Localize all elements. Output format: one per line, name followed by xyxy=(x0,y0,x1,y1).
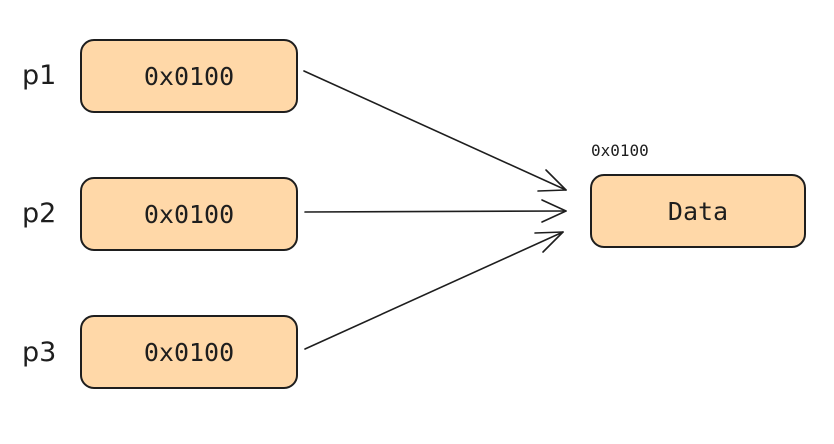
arrow-p1-to-data xyxy=(303,70,567,192)
pointer-value-p3: 0x0100 xyxy=(143,337,235,367)
pointer-value-p1: 0x0100 xyxy=(143,61,235,91)
pointer-box-p3: 0x0100 xyxy=(80,315,298,389)
arrow-p2-to-data xyxy=(304,199,567,223)
pointer-box-p2: 0x0100 xyxy=(80,177,298,251)
pointer-value-p2: 0x0100 xyxy=(143,199,235,229)
data-box-label: Data xyxy=(667,196,729,226)
pointer-label-p3: p3 xyxy=(22,337,57,368)
pointer-box-p1: 0x0100 xyxy=(80,39,298,113)
data-box: Data xyxy=(590,174,806,248)
target-address-label: 0x0100 xyxy=(591,141,649,160)
pointer-label-p1: p1 xyxy=(22,60,57,91)
pointer-label-p2: p2 xyxy=(22,198,57,229)
arrow-p3-to-data xyxy=(304,231,564,350)
